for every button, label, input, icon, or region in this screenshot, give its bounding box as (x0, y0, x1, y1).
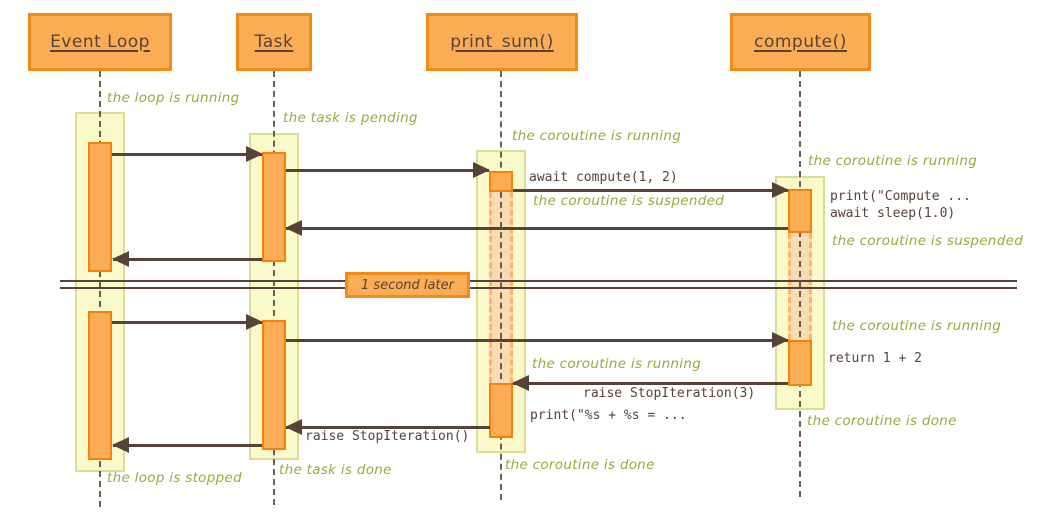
arrow-print-sum-to-compute (513, 182, 789, 198)
arrow-compute-to-task-return-1 (285, 220, 788, 236)
arrow-task-to-compute-resume (286, 332, 789, 348)
lifeline-print-sum (500, 71, 502, 500)
participant-event-loop: Event Loop (28, 13, 172, 71)
lifeline-compute (799, 71, 801, 497)
state-label-compute-running-2: the coroutine is running (832, 318, 1002, 334)
arrow-task-to-print-sum (286, 162, 490, 178)
participant-task: Task (236, 13, 312, 71)
participant-compute-label: compute() (754, 32, 847, 52)
participant-compute: compute() (730, 13, 871, 71)
arrow-task-to-event-loop-return-1 (112, 251, 262, 267)
participant-print-sum-label: print_sum() (450, 32, 554, 52)
message-return-1-plus-2: return 1 + 2 (828, 351, 922, 366)
message-await-sleep: await sleep(1.0) (830, 206, 956, 221)
activation-compute-1 (788, 189, 812, 233)
divider-label-box: 1 second later (345, 272, 470, 298)
activation-print-sum-2 (489, 383, 513, 438)
state-label-print-sum-suspended: the coroutine is suspended (533, 193, 725, 209)
arrow-task-to-event-loop-return-2 (112, 437, 262, 453)
state-label-loop-running: the loop is running (107, 90, 240, 106)
message-raise-stopiteration-3: raise StopIteration(3) (583, 386, 756, 401)
activation-task-1 (262, 152, 286, 262)
arrow-print-sum-to-task-return (285, 419, 490, 435)
arrow-event-loop-to-task-2 (112, 314, 263, 330)
state-label-task-done: the task is done (279, 462, 392, 478)
state-label-loop-stopped: the loop is stopped (107, 470, 242, 486)
activation-print-sum-1 (489, 171, 513, 192)
state-label-print-sum-running-1: the coroutine is running (512, 128, 682, 144)
message-print-sum-result: print("%s + %s = ... (530, 408, 687, 423)
arrow-compute-to-print-sum-return (512, 375, 788, 391)
participant-task-label: Task (254, 32, 294, 52)
state-label-compute-running-1: the coroutine is running (808, 153, 978, 169)
activation-task-2 (262, 320, 286, 450)
divider-line-top (60, 280, 1017, 282)
lifeline-event-loop (99, 71, 101, 507)
state-label-compute-suspended: the coroutine is suspended (832, 233, 1024, 249)
message-raise-stopiteration: raise StopIteration() (305, 429, 470, 444)
participant-print-sum: print_sum() (426, 13, 578, 71)
state-label-compute-done: the coroutine is done (807, 413, 957, 429)
participant-event-loop-label: Event Loop (50, 32, 150, 52)
message-await-compute: await compute(1, 2) (529, 170, 678, 185)
arrow-event-loop-to-task-1 (112, 146, 263, 162)
message-print-compute: print("Compute ... (830, 189, 971, 204)
activation-event-loop-2 (88, 311, 112, 460)
state-label-print-sum-done: the coroutine is done (505, 457, 655, 473)
state-label-task-pending: the task is pending (283, 110, 418, 126)
activation-compute-2 (788, 340, 812, 386)
activation-event-loop-1 (88, 142, 112, 272)
state-label-print-sum-running-2: the coroutine is running (532, 356, 702, 372)
divider-line-bottom (60, 287, 1017, 289)
divider-label: 1 second later (361, 277, 454, 293)
